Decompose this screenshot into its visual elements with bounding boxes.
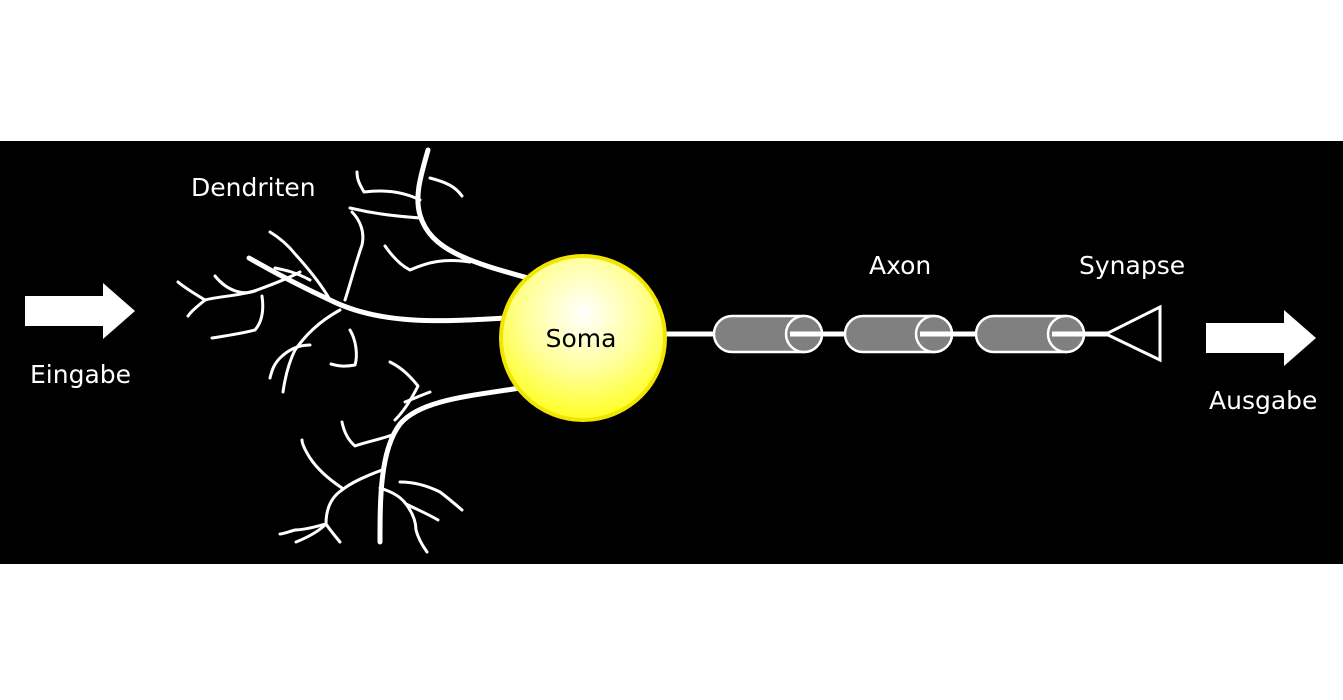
axon-label: Axon [869, 251, 931, 280]
soma-label: Soma [546, 324, 617, 353]
dendrites-label: Dendriten [191, 173, 316, 202]
output-label: Ausgabe [1209, 386, 1317, 415]
synapse-label: Synapse [1079, 251, 1185, 280]
input-label: Eingabe [30, 360, 131, 389]
